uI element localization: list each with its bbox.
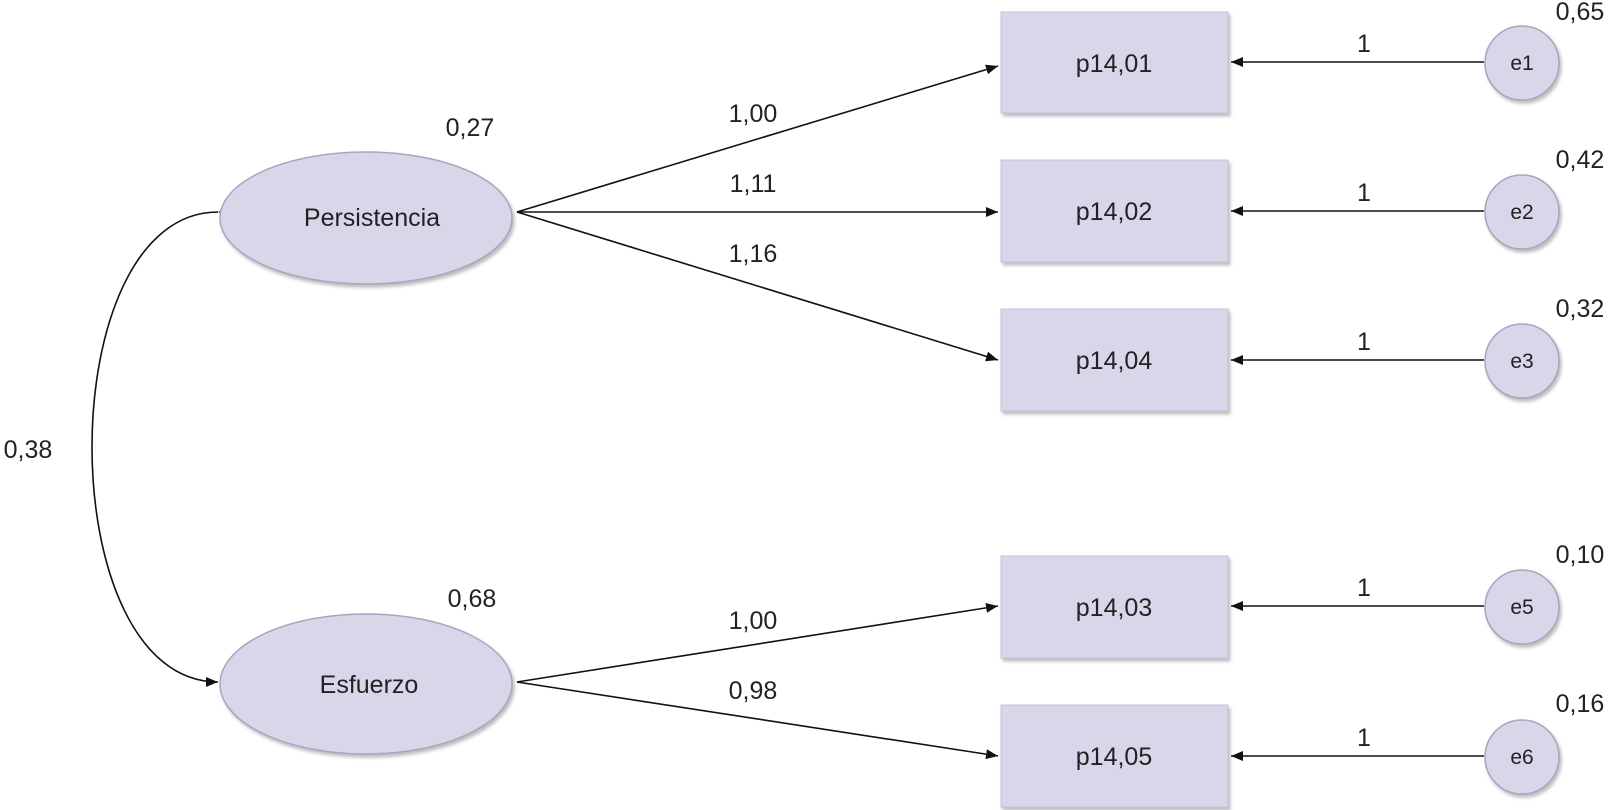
loading-arrow-p1403 [516,602,999,683]
indicator-p1405 [1000,704,1229,808]
loading-arrow-p1401 [516,64,999,213]
error-node-e1 [1484,25,1560,101]
error-variance-e5: 0,10 [1556,541,1605,569]
indicator-p1402-label: p14,02 [1076,198,1152,226]
error-node-e1-label: e1 [1510,52,1533,75]
error-path-label-e1: 1 [1357,30,1371,58]
latent-persistencia-label: Persistencia [304,204,440,232]
indicator-p1401-label: p14,01 [1076,50,1152,78]
covariance-label: 0,38 [4,436,53,464]
indicator-p1403 [1000,555,1229,659]
latent-esfuerzo-label: Esfuerzo [320,671,419,699]
error-node-e3 [1484,323,1560,399]
loading-label-p1403: 1,00 [729,607,778,635]
error-node-e3-label: e3 [1510,350,1533,373]
loading-arrow-p1404 [516,211,999,362]
latent-esfuerzo-variance: 0,68 [448,585,497,613]
latent-persistencia [219,151,513,285]
loading-arrow-p1405 [516,681,999,760]
error-node-e6 [1484,719,1560,795]
indicator-p1402 [1000,159,1229,263]
indicator-p1405-label: p14,05 [1076,743,1152,771]
indicator-p1404 [1000,308,1229,412]
indicator-p1404-label: p14,04 [1076,347,1153,375]
error-node-e2-label: e2 [1510,201,1533,224]
error-node-e6-label: e6 [1510,746,1533,769]
loading-label-p1402: 1,11 [730,170,777,198]
error-path-label-e6: 1 [1357,724,1371,752]
error-variance-e3: 0,32 [1556,295,1605,323]
error-variance-e1: 0,65 [1556,0,1605,26]
error-node-e5 [1484,569,1560,645]
error-variance-e6: 0,16 [1556,690,1605,718]
error-node-e5-label: e5 [1510,596,1533,619]
error-path-label-e2: 1 [1357,179,1371,207]
error-variance-e2: 0,42 [1556,146,1605,174]
covariance-arrow [91,206,231,687]
latent-esfuerzo [219,613,513,755]
error-path-label-e3: 1 [1357,328,1371,356]
loading-label-p1401: 1,00 [729,100,778,128]
error-path-label-e5: 1 [1357,574,1371,602]
loading-label-p1404: 1,16 [729,240,778,268]
loading-label-p1405: 0,98 [729,677,778,705]
indicator-p1401 [1000,11,1229,114]
latent-persistencia-variance: 0,27 [446,114,495,142]
indicator-p1403-label: p14,03 [1076,594,1152,622]
error-node-e2 [1484,174,1560,250]
